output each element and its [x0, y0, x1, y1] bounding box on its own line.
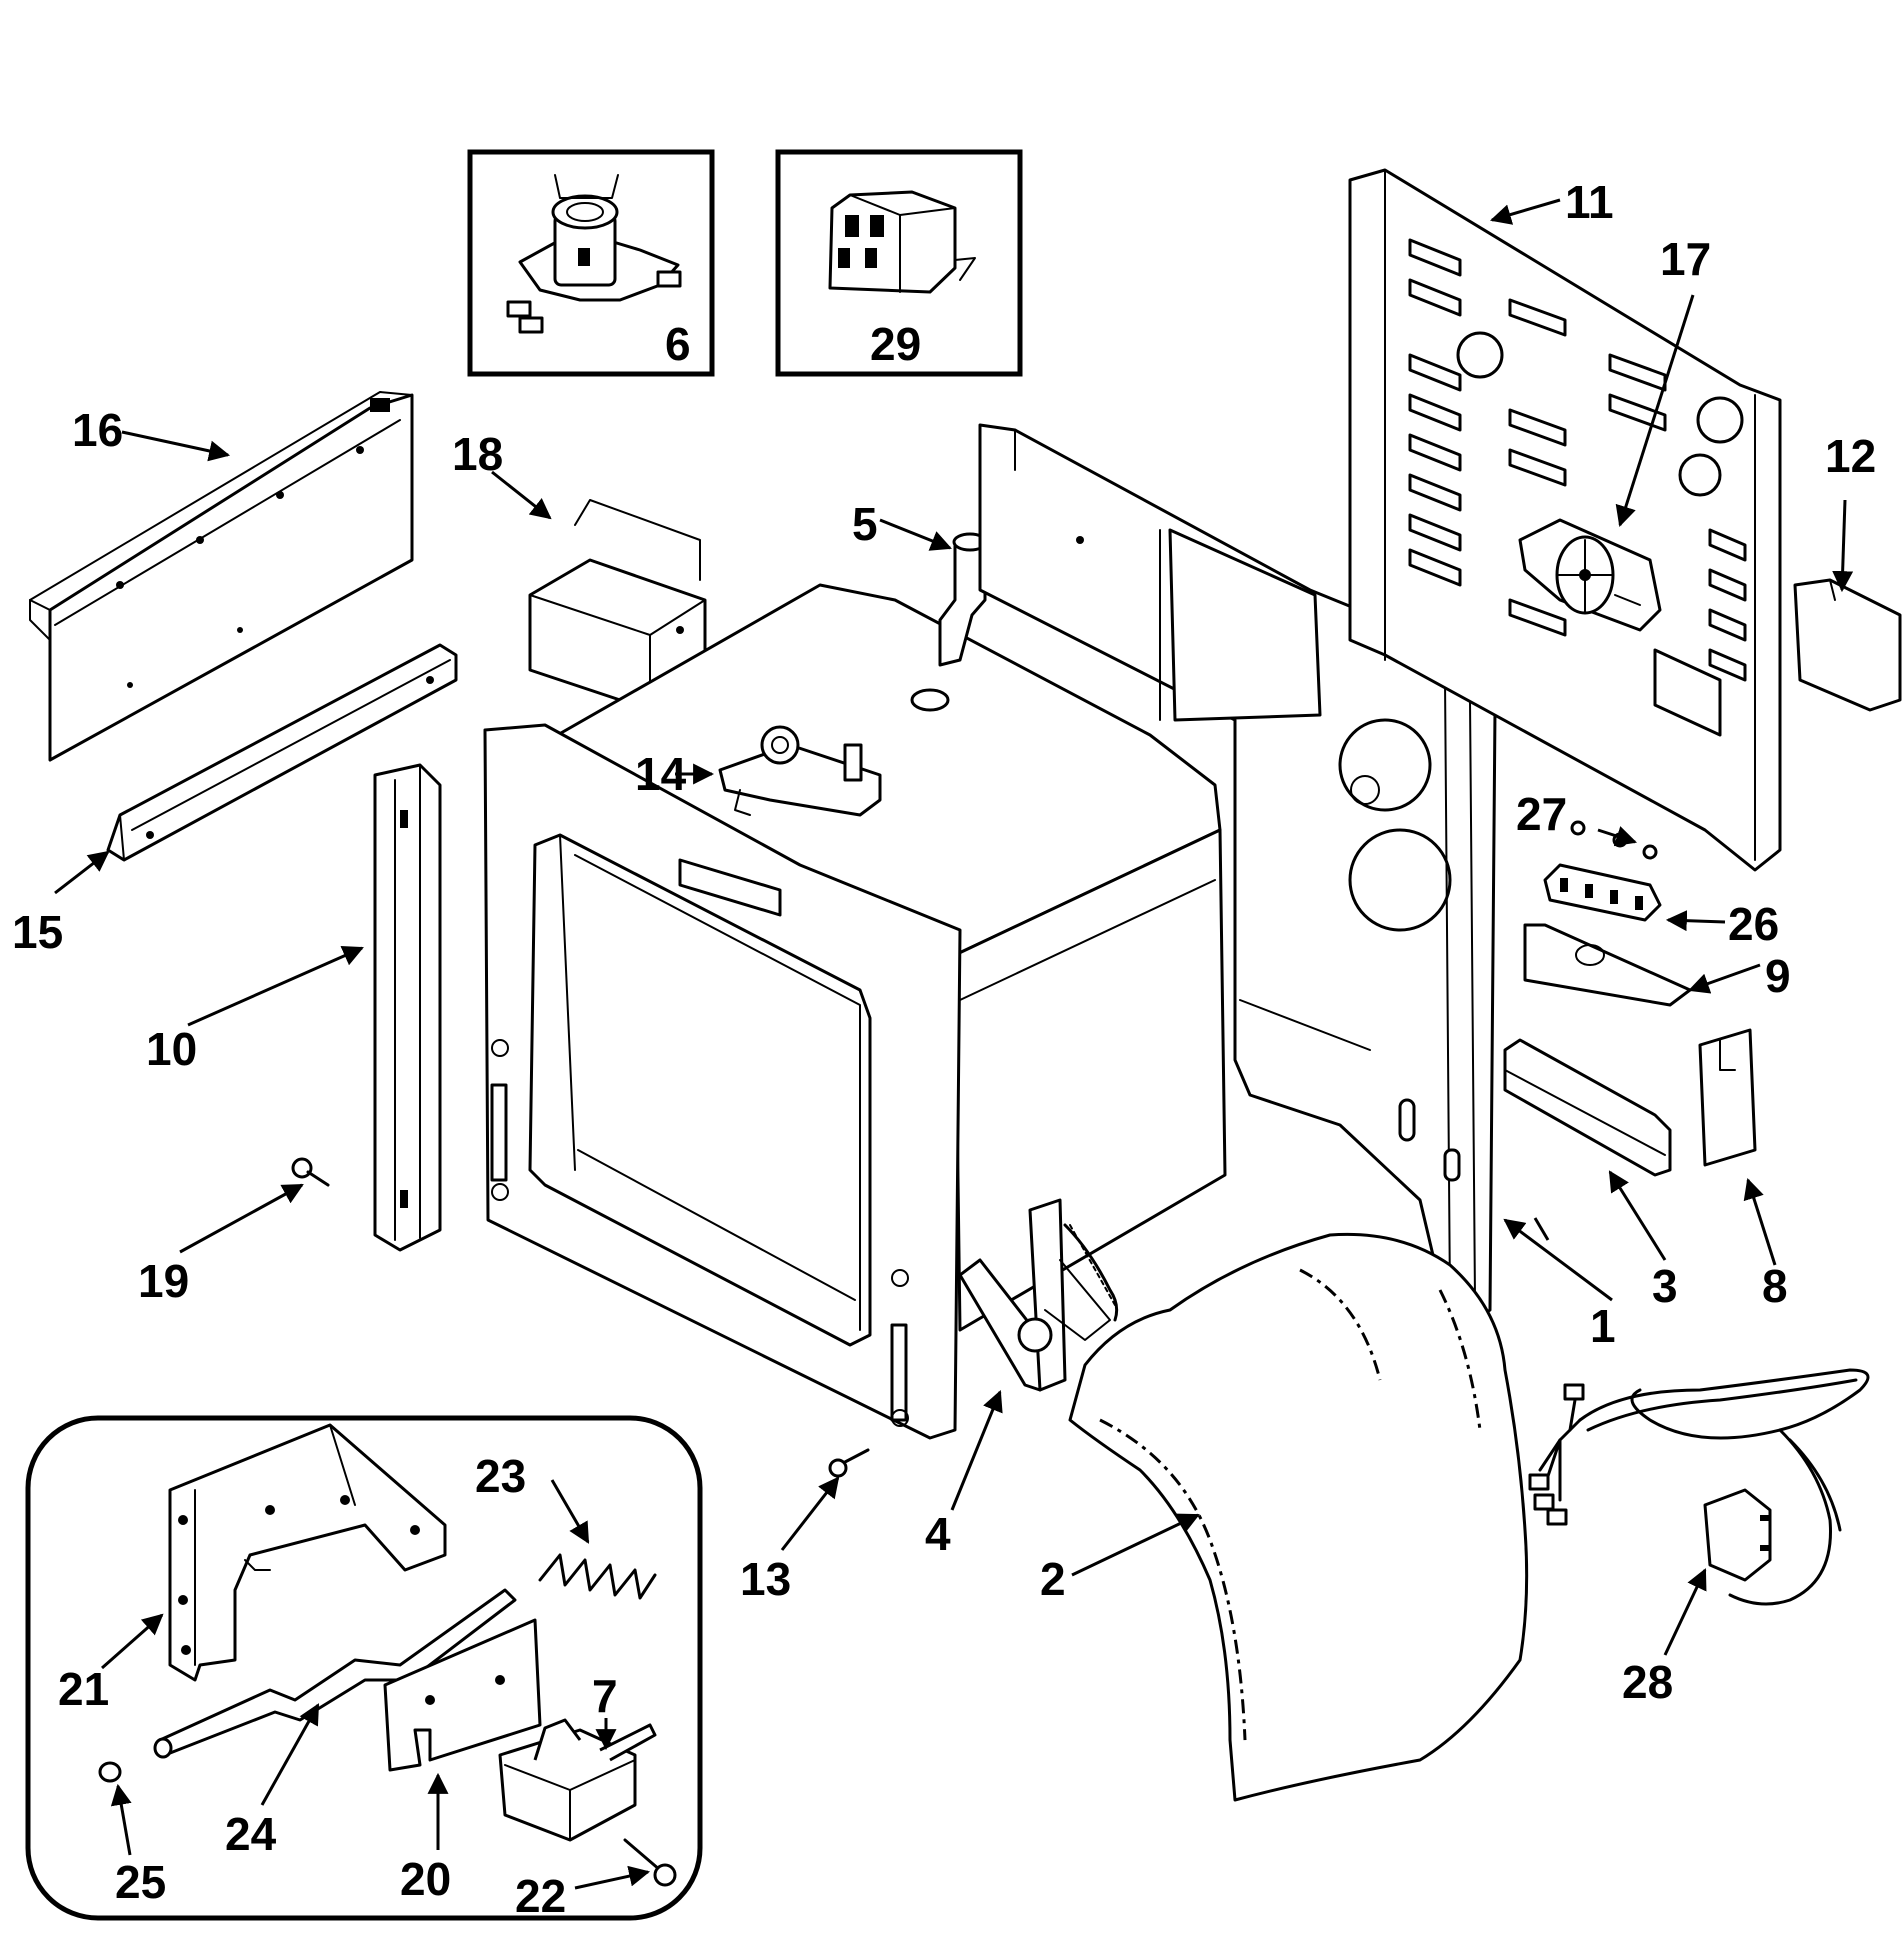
- part-label-8: 8: [1762, 1260, 1788, 1312]
- part-label-22: 22: [515, 1870, 566, 1922]
- part-label-1: 1: [1590, 1300, 1616, 1352]
- part-label-9: 9: [1765, 950, 1791, 1002]
- part-28-power-cord: [1528, 1368, 1870, 1606]
- part-label-14: 14: [635, 748, 687, 800]
- part-label-12: 12: [1825, 430, 1876, 482]
- part-27-nuts: [1570, 820, 1658, 860]
- part-label-15: 15: [12, 906, 63, 958]
- part-label-27: 27: [1516, 788, 1567, 840]
- part-label-26: 26: [1728, 898, 1779, 950]
- part-8-insulation-pad: [1698, 1028, 1757, 1167]
- part-16-upper-rear-panel: [29, 391, 414, 762]
- part-11-rear-cover: [1348, 168, 1782, 872]
- part-21-lock-bracket: [168, 1423, 447, 1682]
- part-17-convection-fan: [1518, 518, 1662, 632]
- oven-cavity: [483, 583, 1227, 1440]
- part-24-lock-rod: [153, 1588, 517, 1759]
- part-2-insulation-blanket: [1068, 1232, 1529, 1802]
- part-19-screw: [291, 1157, 330, 1187]
- part-26-terminal-block: [1543, 863, 1662, 922]
- part-label-6: 6: [665, 318, 691, 370]
- part-label-16: 16: [72, 404, 123, 456]
- part-label-19: 19: [138, 1255, 189, 1307]
- part-22-screw: [623, 1838, 677, 1887]
- part-29-inset-box: 29: [775, 149, 1023, 377]
- part-label-23: 23: [475, 1450, 526, 1502]
- part-label-3: 3: [1652, 1260, 1678, 1312]
- part-18-terminal-box: [528, 499, 707, 712]
- part-1-rear-frame: [978, 423, 1497, 1322]
- part-label-11: 11: [1565, 176, 1614, 228]
- part-6-inset-box: 6: [467, 149, 715, 377]
- part-label-21: 21: [58, 1663, 109, 1715]
- part-5-vent-tube: [938, 532, 988, 667]
- part-13-screw: [828, 1448, 870, 1478]
- part-label-17: 17: [1660, 233, 1711, 285]
- part-6-limit-thermostat: [506, 174, 682, 334]
- part-labels: 16 18 5 14 15 10 19 11 17 12 27 26 9 1 3…: [12, 176, 1876, 1922]
- part-25-nut: [98, 1761, 122, 1783]
- part-7-door-switch: [498, 1718, 657, 1842]
- door-lock-inset-box: [25, 1415, 703, 1921]
- part-label-13: 13: [740, 1553, 791, 1605]
- part-23-spring: [538, 1553, 657, 1600]
- part-4-door-hinge: [958, 1198, 1119, 1392]
- part-label-2: 2: [1040, 1553, 1066, 1605]
- part-label-25: 25: [115, 1856, 166, 1908]
- part-15-trim-strip: [106, 643, 458, 862]
- part-label-5: 5: [852, 498, 878, 550]
- part-11-louvers: [1408, 238, 1747, 682]
- leader-lines: [54, 198, 1854, 1890]
- part-10-side-trim: [373, 763, 442, 1252]
- part-14-oven-thermostat: [718, 725, 882, 817]
- part-20-insulator: [383, 1618, 542, 1772]
- part-label-20: 20: [400, 1853, 451, 1905]
- part-label-24: 24: [225, 1808, 277, 1860]
- part-9-bracket: [1523, 923, 1692, 1007]
- part-3-lower-rail: [1503, 1038, 1672, 1177]
- part-29-relay: [828, 190, 976, 294]
- part-label-10: 10: [146, 1023, 197, 1075]
- part-label-18: 18: [452, 428, 503, 480]
- part-12-cover-plate: [1793, 578, 1902, 712]
- part-label-28: 28: [1622, 1656, 1673, 1708]
- part-label-7: 7: [592, 1670, 618, 1722]
- part-label-4: 4: [925, 1508, 951, 1560]
- part-label-29: 29: [870, 318, 921, 370]
